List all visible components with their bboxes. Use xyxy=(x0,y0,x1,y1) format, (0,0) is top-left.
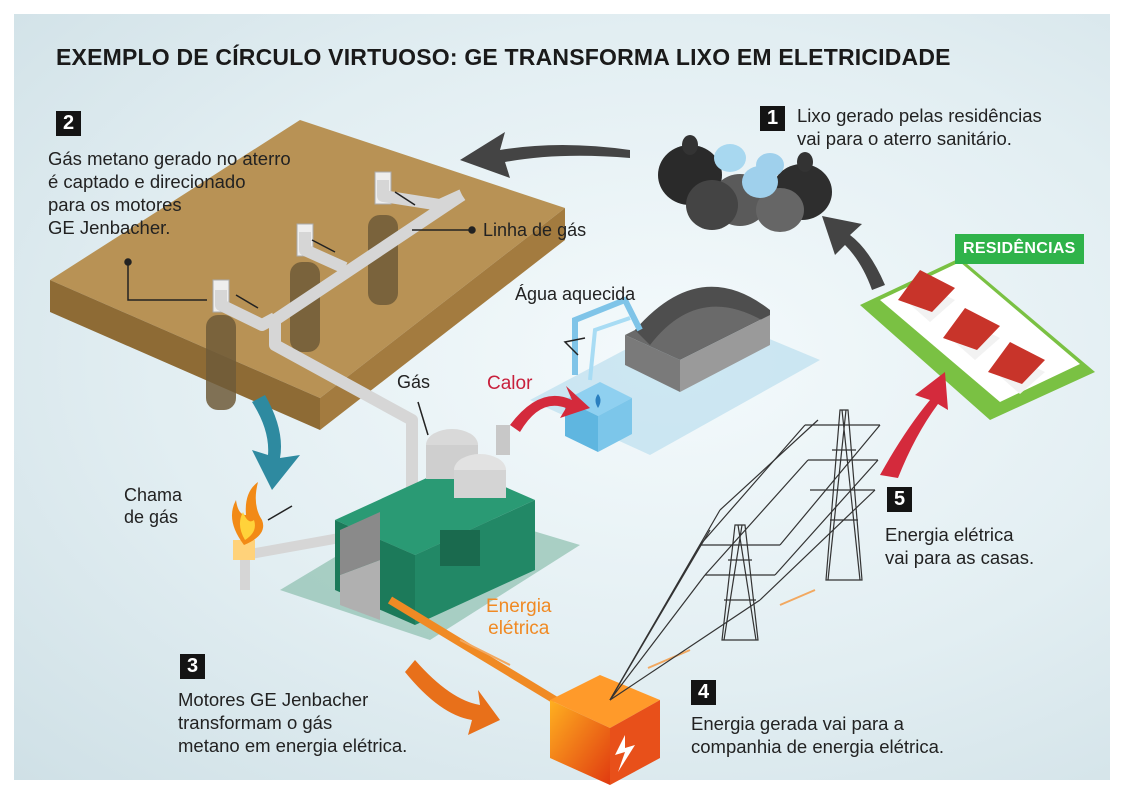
house xyxy=(988,342,1045,394)
gas-flame-label: Chama de gás xyxy=(124,485,183,527)
house xyxy=(943,308,1000,360)
heat-label: Calor xyxy=(487,373,533,394)
arrow-residences-to-trash xyxy=(822,216,885,290)
arrow-to-residences xyxy=(880,372,948,478)
step-5-text: Energia elétrica vai para as casas. xyxy=(885,524,1035,568)
step-1-text: Lixo gerado pelas residências vai para o… xyxy=(797,105,1042,149)
step-5-badge: 5 xyxy=(887,487,912,512)
arrow-trash-to-landfill xyxy=(460,132,630,178)
gas-flame xyxy=(231,482,264,560)
electric-energy-label: Energia elétrica xyxy=(486,596,552,639)
step-1-badge: 1 xyxy=(760,106,785,131)
residences-tag: RESIDÊNCIAS xyxy=(955,234,1084,264)
gas-line-label: Linha de gás xyxy=(483,220,587,240)
step-3-text: Motores GE Jenbacher transformam o gás m… xyxy=(178,689,408,756)
landfill-down-arrow xyxy=(252,395,300,490)
label-pointers xyxy=(124,191,586,521)
substation-box xyxy=(550,675,660,785)
gas-label: Gás xyxy=(397,372,431,392)
landfill-block xyxy=(50,120,565,430)
step-4-text: Energia gerada vai para a companhia de e… xyxy=(691,713,944,757)
step-4-badge: 4 xyxy=(691,680,716,705)
heat-platform xyxy=(530,286,820,455)
step-3-badge: 3 xyxy=(180,654,205,679)
page-title: EXEMPLO DE CÍRCULO VIRTUOSO: GE TRANSFOR… xyxy=(56,44,951,70)
house xyxy=(898,270,955,322)
step-2-badge: 2 xyxy=(56,111,81,136)
energy-flow xyxy=(387,589,816,735)
residences-platform xyxy=(860,258,1095,420)
heat-arrow xyxy=(510,386,590,432)
step-2-text: Gás metano gerado no aterro é captado e … xyxy=(48,148,291,238)
trash-bags xyxy=(658,135,832,232)
heated-water-label: Água aquecida xyxy=(515,284,636,304)
transmission-towers xyxy=(609,409,881,701)
